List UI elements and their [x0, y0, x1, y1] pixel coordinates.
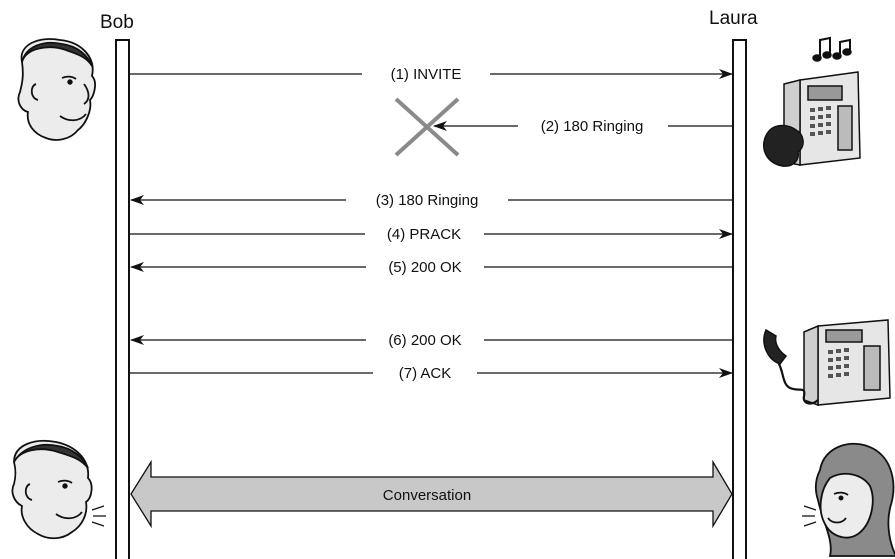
- message-label: (5) 200 OK: [388, 259, 461, 276]
- message-ack: (7) ACK: [130, 365, 733, 382]
- message-200-ok: (5) 200 OK: [130, 259, 732, 276]
- bob-lifeline: [115, 39, 130, 559]
- message-prack: (4) PRACK: [130, 226, 733, 243]
- message-label: (7) ACK: [399, 365, 452, 382]
- participant-bob: Bob: [100, 12, 134, 33]
- message-ringing: (3) 180 Ringing: [130, 192, 732, 209]
- laura-lifeline: [732, 39, 747, 559]
- x-mark-icon: [394, 97, 460, 157]
- message-invite: (1) INVITE: [130, 66, 733, 83]
- conversation-label: Conversation: [383, 487, 471, 504]
- woman-talking-icon: [802, 443, 895, 557]
- message-label: (4) PRACK: [387, 226, 461, 243]
- participant-laura: Laura: [709, 8, 758, 29]
- message-label: (2) 180 Ringing: [541, 118, 644, 135]
- conversation-arrow: Conversation: [130, 459, 733, 529]
- man-talking-icon: [11, 440, 106, 540]
- message-label: (1) INVITE: [391, 66, 462, 83]
- message-200-ok-final: (6) 200 OK: [130, 332, 732, 349]
- message-ringing-lost: (2) 180 Ringing: [394, 97, 732, 157]
- telephone-off-hook-icon: [763, 319, 891, 407]
- message-label: (3) 180 Ringing: [376, 192, 479, 209]
- man-face-icon: [17, 38, 96, 141]
- message-label: (6) 200 OK: [388, 332, 461, 349]
- ringing-telephone-icon: [763, 36, 861, 167]
